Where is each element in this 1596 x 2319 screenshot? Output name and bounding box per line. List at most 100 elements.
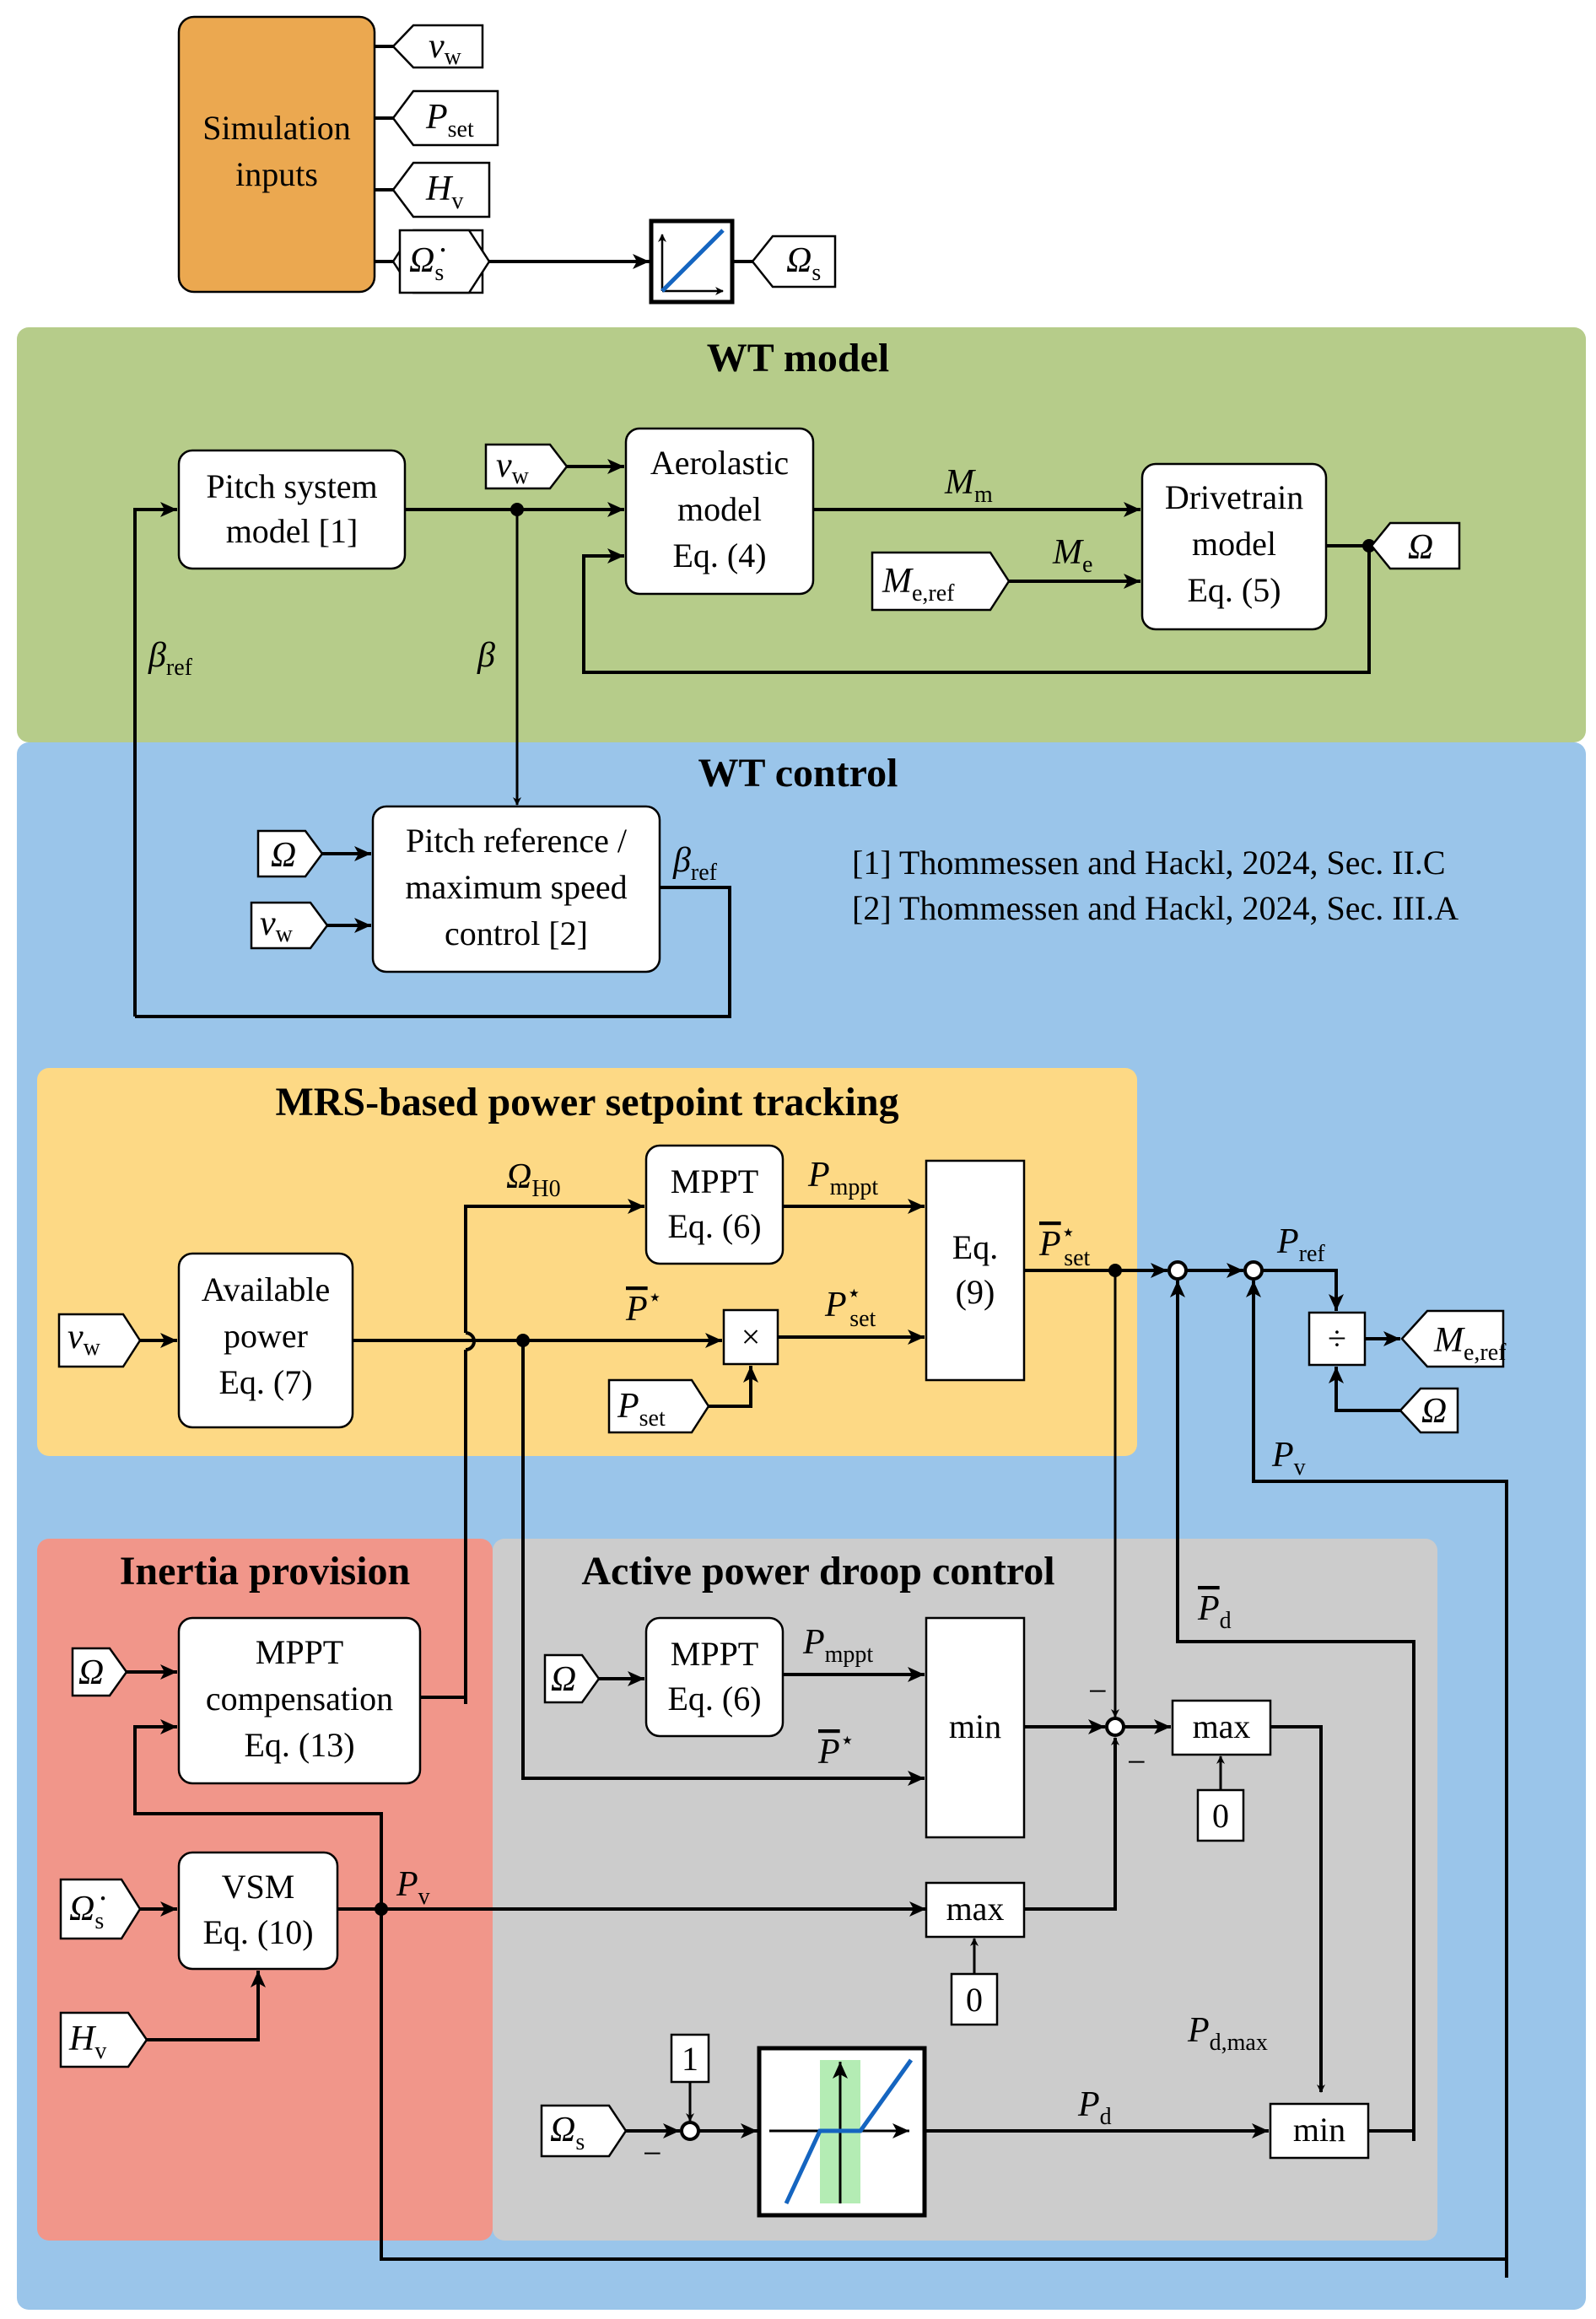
sim-output-hv: Hv — [375, 161, 491, 218]
svg-text:Pset: Pset — [617, 1387, 666, 1432]
signal-beta-ref-out: βref — [672, 841, 718, 886]
svg-text:0: 0 — [1212, 1797, 1229, 1835]
simulation-inputs-block[interactable] — [177, 15, 376, 294]
omega-dot-s-input-tag — [398, 229, 491, 294]
sim-output-pset: Pset — [375, 89, 499, 147]
svg-text:Ω: Ω — [551, 1660, 576, 1699]
svg-text:Pitch reference /: Pitch reference / — [406, 822, 628, 860]
svg-text:vw: vw — [429, 27, 462, 70]
inertia-title: Inertia provision — [120, 1549, 410, 1594]
svg-text:MPPT: MPPT — [256, 1633, 344, 1671]
svg-text:Eq. (6): Eq. (6) — [667, 1207, 761, 1245]
simulation-inputs-label-1: Simulation — [202, 109, 351, 147]
integrator-group: Ω̇s Ωs — [398, 218, 837, 305]
mrs-title: MRS-based power setpoint tracking — [275, 1080, 898, 1124]
summation-node-droop — [1105, 1717, 1125, 1737]
deadband-curve-icon — [784, 2058, 914, 2205]
min-block-2[interactable] — [1269, 2102, 1370, 2160]
svg-text:max: max — [946, 1890, 1005, 1928]
svg-text:Hv: Hv — [425, 170, 463, 214]
vw-tag-mrs — [57, 1313, 142, 1368]
zero-constant-2 — [950, 1972, 999, 2026]
svg-text:maximum speed: maximum speed — [405, 868, 627, 906]
signal-p-v: Pv — [396, 1865, 430, 1910]
svg-text:MPPT: MPPT — [671, 1635, 759, 1673]
svg-text:0: 0 — [966, 1981, 983, 2019]
max-block-1[interactable] — [1171, 1699, 1272, 1756]
omega-tag-divide — [1399, 1387, 1459, 1434]
summation-node-1 — [1167, 1260, 1188, 1281]
vw-tag-wt-model — [484, 443, 569, 490]
signal-pd: Pd — [1077, 2085, 1112, 2130]
one-constant — [670, 2033, 710, 2084]
summation-node-omega-s — [680, 2121, 700, 2141]
svg-text:Eq.: Eq. — [952, 1228, 998, 1266]
svg-text:Ω: Ω — [1408, 528, 1433, 567]
signal-beta: β — [477, 636, 495, 675]
svg-text:Me,ref: Me,ref — [1433, 1321, 1507, 1366]
output-summation: Pref ÷ Me,ref Ω Pv Pd — [1167, 1222, 1508, 2278]
inertia-contents: MPPT compensation Eq. (13) Ω VSM Eq. (10… — [59, 1616, 1508, 2278]
omega-tag-inertia — [71, 1647, 128, 1697]
svg-text:compensation: compensation — [206, 1680, 393, 1718]
svg-text:VSM: VSM — [222, 1868, 295, 1906]
signal-omega-h0: ΩH0 — [506, 1157, 561, 1202]
wt-control-pitch: Pitch reference / maximum speed control … — [135, 805, 1459, 1018]
svg-text:×: × — [741, 1318, 761, 1356]
svg-text:Ωs: Ωs — [550, 2111, 585, 2155]
simulation-inputs-label-2: inputs — [235, 155, 318, 193]
svg-text:model: model — [677, 490, 762, 528]
signal-p-ref: Pref — [1276, 1222, 1325, 1267]
minus-sign-omega-s: − — [643, 2134, 662, 2172]
svg-text:(9): (9) — [956, 1273, 995, 1311]
svg-text:Available: Available — [202, 1270, 331, 1308]
reference-1: [1] Thommessen and Hackl, 2024, Sec. II.… — [852, 844, 1446, 882]
signal-p-set-star-bar: P⋆set — [1038, 1220, 1091, 1271]
simulation-inputs-group: Simulation inputs vw Pset Hv Ω̇s Ω̇s — [177, 15, 837, 305]
svg-text:min: min — [949, 1707, 1001, 1745]
signal-p-star-bar: P⋆ — [625, 1285, 662, 1329]
svg-text:Eq. (7): Eq. (7) — [218, 1363, 312, 1401]
svg-text:vw: vw — [496, 446, 530, 489]
mrs-contents: vw Available power Eq. (7) MPPT Eq. (6) … — [57, 1144, 1167, 1704]
svg-text:Hv: Hv — [68, 2020, 106, 2064]
signal-p-star-bar-droop: P⋆ — [817, 1728, 855, 1772]
svg-text:model [1]: model [1] — [226, 512, 359, 550]
pset-tag-mrs — [607, 1378, 710, 1434]
droop-title: Active power droop control — [581, 1549, 1054, 1594]
signal-beta-ref: βref — [148, 636, 193, 681]
divide-block[interactable] — [1308, 1311, 1367, 1367]
wt-model-title: WT model — [707, 336, 889, 380]
omega-tag-pitch-ref — [256, 829, 324, 878]
mppt-compensation-block[interactable] — [177, 1616, 422, 1785]
droop-contents: MPPT Eq. (6) Ω min Pmppt P⋆ − − max 0 ma… — [521, 1270, 1415, 2218]
omega-s-output-tag — [751, 235, 837, 289]
deadband-block[interactable] — [757, 2046, 927, 2218]
me-ref-output-tag — [1400, 1309, 1505, 1368]
signal-pd-bar: Pd — [1197, 1589, 1232, 1634]
ramp-curve-icon — [661, 229, 725, 293]
svg-text:Drivetrain: Drivetrain — [1165, 478, 1303, 516]
svg-text:Ω: Ω — [271, 836, 296, 875]
eq9-block[interactable] — [925, 1159, 1026, 1382]
zero-constant-1 — [1196, 1788, 1245, 1842]
svg-text:Eq. (13): Eq. (13) — [244, 1726, 354, 1764]
signal-mm: Mm — [944, 463, 993, 508]
signal-pd-max: Pd,max — [1187, 2011, 1268, 2056]
signal-me: Me — [1052, 533, 1092, 578]
signal-p-mppt-droop: Pmppt — [802, 1623, 873, 1668]
summation-node-2 — [1243, 1260, 1264, 1281]
svg-text:Pitch system: Pitch system — [206, 467, 377, 505]
svg-text:÷: ÷ — [1328, 1319, 1346, 1357]
mppt-block-droop[interactable] — [644, 1616, 785, 1738]
svg-text:1: 1 — [682, 2040, 698, 2078]
signal-p-set-star: P⋆set — [824, 1281, 876, 1332]
svg-text:model: model — [1192, 525, 1276, 563]
svg-text:Ωs: Ωs — [786, 241, 821, 286]
svg-text:MPPT: MPPT — [671, 1162, 759, 1200]
omega-tag-wt-model — [1370, 521, 1461, 570]
hv-tag-inertia — [59, 2011, 148, 2068]
svg-text:Ω: Ω — [1421, 1392, 1447, 1431]
min-block-1[interactable] — [925, 1616, 1026, 1839]
